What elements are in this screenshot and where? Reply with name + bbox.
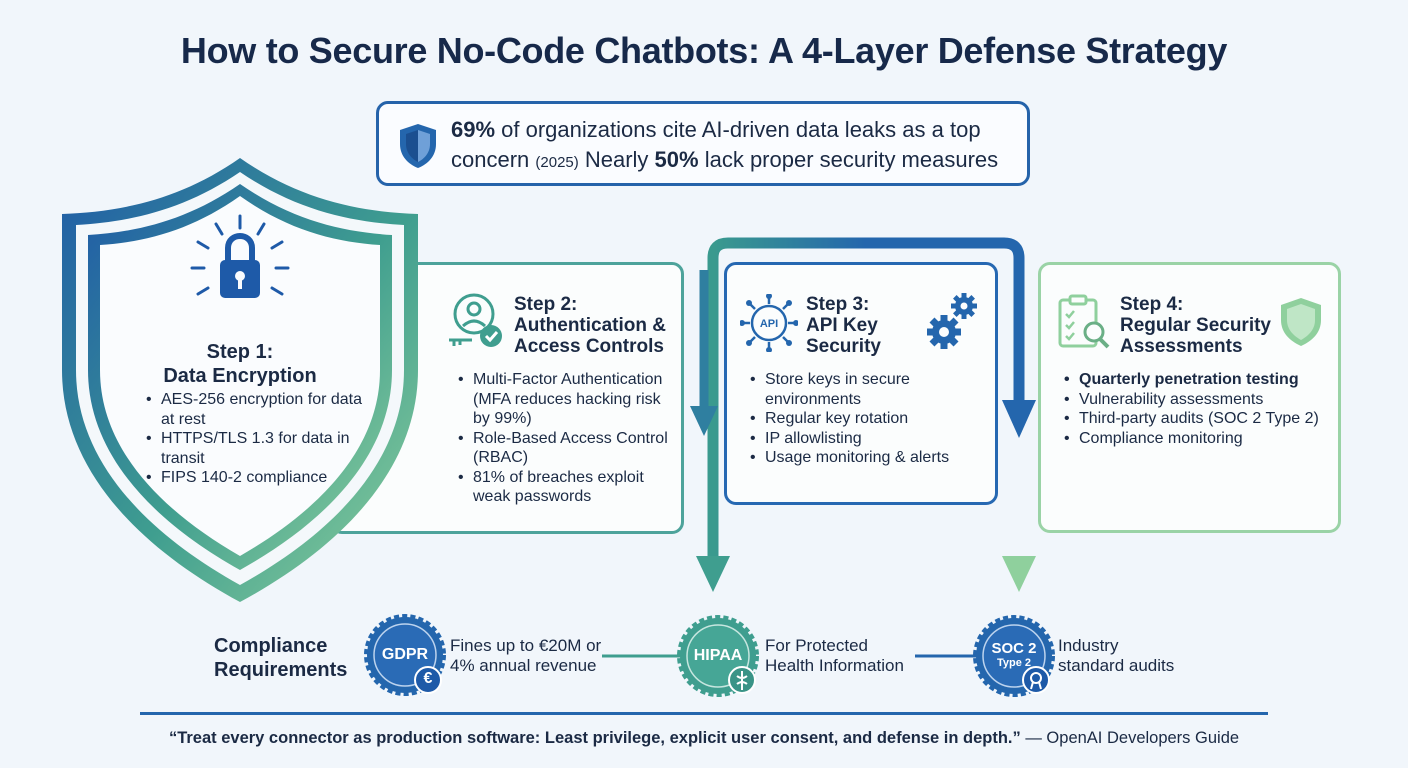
clipboard-search-icon <box>1058 294 1110 349</box>
step-4-bullets: Quarterly penetration testing Vulnerabil… <box>1064 370 1334 448</box>
api-network-icon: API <box>740 294 798 352</box>
gdpr-badge <box>364 614 446 696</box>
quote: “Treat every connector as production sof… <box>0 729 1408 748</box>
step-4-bullet: Vulnerability assessments <box>1064 390 1334 410</box>
step-3-bullet: Usage monitoring & alerts <box>750 448 990 468</box>
step-1-bullet: HTTPS/TLS 1.3 for data in transit <box>146 429 366 468</box>
gdpr-description: Fines up to €20M or 4% annual revenue <box>450 636 602 675</box>
gears-icon <box>927 293 977 349</box>
step-3-bullet: IP allowlisting <box>750 429 990 449</box>
soc2-badge <box>973 615 1055 697</box>
hipaa-badge <box>677 615 759 697</box>
step-1-bullet: FIPS 140-2 compliance <box>146 468 366 488</box>
step-2-bullet: Role-Based Access Control (RBAC) <box>458 429 673 468</box>
statistic-text: 69% of organizations cite AI-driven data… <box>451 117 999 172</box>
step-1-bullets: AES-256 encryption for data at rest HTTP… <box>146 390 366 488</box>
soc2-badge-label: SOC 2 Type 2 <box>991 640 1037 669</box>
step-1-title: Step 1: Data Encryption <box>163 341 317 387</box>
padlock-icon <box>190 214 290 298</box>
statistic-banner: 69% of organizations cite AI-driven data… <box>376 101 1030 186</box>
soc2-description: Industry standard audits <box>1058 636 1175 675</box>
api-icon-label: API <box>760 318 778 330</box>
hipaa-badge-label: HIPAA <box>693 647 743 664</box>
quote-attribution: — OpenAI Developers Guide <box>1020 729 1240 747</box>
compliance-label: Compliance Requirements <box>214 635 348 681</box>
step-4-bullet: Quarterly penetration testing <box>1064 370 1334 390</box>
gdpr-badge-label: GDPR <box>381 646 429 663</box>
page-title: How to Secure No-Code Chatbots: A 4-Laye… <box>180 30 1228 71</box>
step-2-bullet: Multi-Factor Authentication (MFA reduces… <box>458 370 673 429</box>
step-2-title: Step 2: Authentication & Access Controls <box>514 294 666 357</box>
step-2-bullet: 81% of breaches exploit weak passwords <box>458 468 673 507</box>
shield-icon <box>400 124 436 168</box>
step-3-bullet: Regular key rotation <box>750 409 990 429</box>
flow-arrow-left <box>696 237 1036 592</box>
shield-icon <box>1281 298 1321 346</box>
hipaa-description: For Protected Health Information <box>765 636 904 675</box>
step-4-title: Step 4: Regular Security Assessments <box>1120 294 1271 357</box>
step-3-bullet: Store keys in secure environments <box>750 370 990 409</box>
step-3-title: Step 3: API Key Security <box>806 294 881 357</box>
quote-text: “Treat every connector as production sof… <box>168 729 1021 747</box>
euro-icon: € <box>423 670 433 687</box>
step-2-bullets: Multi-Factor Authentication (MFA reduces… <box>458 370 673 507</box>
step-1-bullet: AES-256 encryption for data at rest <box>146 390 366 429</box>
quote-divider <box>140 712 1268 715</box>
flow-arrow-inner <box>690 270 718 436</box>
step-4-bullet: Third-party audits (SOC 2 Type 2) <box>1064 409 1334 429</box>
step-3-bullets: Store keys in secure environments Regula… <box>750 370 990 468</box>
step-4-bullet: Compliance monitoring <box>1064 429 1334 449</box>
flow-arrow-right <box>1002 444 1036 592</box>
user-key-check-icon <box>449 293 502 347</box>
